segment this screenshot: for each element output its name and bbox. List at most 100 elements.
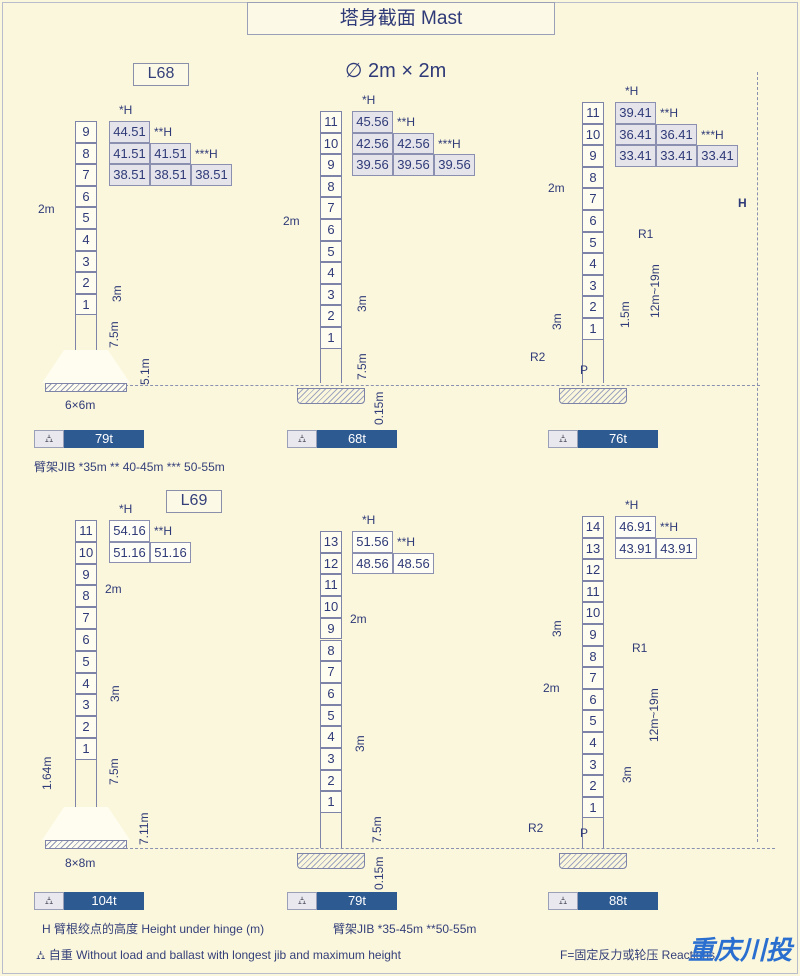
mast-section: 8: [582, 166, 604, 189]
height-value: 41.51: [109, 142, 150, 164]
mast-section: 8: [75, 585, 97, 608]
jib-height-header: **H: [397, 115, 416, 129]
foundation-block: [559, 388, 627, 404]
jib-height-header: *H: [625, 83, 639, 98]
mast-section: 3: [320, 283, 342, 306]
dimension-label: 3m: [108, 685, 122, 702]
mast-section: 11: [582, 580, 604, 603]
mast-section: 11: [582, 102, 604, 124]
weight-badge: ⛼79t: [287, 892, 397, 910]
mast-section: 6: [320, 219, 342, 241]
dimension-label: 3m: [355, 295, 369, 312]
mast-section: 10: [582, 123, 604, 146]
mast-section: 10: [320, 132, 342, 155]
mast-section: 7: [582, 188, 604, 210]
crane-weight-icon: ⛼: [36, 948, 49, 962]
model-label-l68: L68: [133, 63, 189, 86]
mast-section: 5: [75, 650, 97, 673]
height-value: 41.51: [150, 142, 191, 164]
height-value: 51.56: [352, 531, 393, 553]
base-section: [320, 348, 342, 383]
base-section: [582, 818, 604, 848]
dimension-label: 2m: [350, 612, 367, 626]
mast-section: 7: [582, 667, 604, 689]
mast-section: 11: [320, 111, 342, 133]
mast-section: 7: [75, 607, 97, 629]
dimension-label: 1.5m: [618, 301, 632, 328]
weight-badge: ⛼79t: [34, 430, 144, 448]
height-value: 39.56: [352, 154, 393, 176]
dimension-label: 7.5m: [107, 758, 121, 785]
mast-section: 1: [582, 796, 604, 819]
crane-weight-icon: ⛼: [34, 892, 64, 910]
dimension-label: 3m: [620, 766, 634, 783]
height-value: 42.56: [352, 132, 393, 154]
crane-weight-icon: ⛼: [548, 892, 578, 910]
mast-section: 3: [75, 250, 97, 273]
mast-section: 2: [582, 775, 604, 797]
reactions-note: F=固定反力或轮压 Reactions: [560, 948, 716, 962]
dimension-label: R2: [528, 821, 544, 835]
mast-section: 8: [320, 175, 342, 198]
weight-value: 104t: [64, 892, 144, 910]
mast-section: 7: [320, 661, 342, 683]
crane-weight-icon: ⛼: [34, 430, 64, 448]
height-value: 51.16: [150, 541, 191, 563]
mast-section: 5: [582, 710, 604, 732]
height-note: H 臂根绞点的高度 Height under hinge (m): [42, 922, 265, 936]
ground-line-top: [120, 385, 760, 386]
weight-value: 76t: [578, 430, 658, 448]
height-value: 43.91: [615, 537, 656, 559]
weight-badge: ⛼76t: [548, 430, 658, 448]
dimension-label: 12m~19m: [647, 688, 661, 742]
dimension-label: 7.5m: [107, 321, 121, 348]
mast-section: 1: [320, 327, 342, 349]
mast-section: 10: [582, 602, 604, 624]
dimension-label: 2m: [105, 582, 122, 596]
height-value: 54.16: [109, 520, 150, 542]
height-dimension-line: [757, 72, 758, 842]
dimension-label: P: [580, 826, 589, 840]
jib-height-header: ***H: [701, 127, 724, 142]
mast-section: 2: [582, 296, 604, 318]
mast-section: 6: [75, 185, 97, 208]
jib-note-top: 臂架JIB *35m ** 40-45m *** 50-55m: [34, 460, 225, 474]
height-value: 51.16: [109, 541, 150, 563]
weight-value: 79t: [317, 892, 397, 910]
dimension-label: 12m~19m: [648, 264, 662, 318]
mast-section: 11: [320, 574, 342, 597]
mast-section: 12: [320, 552, 342, 575]
weight-value: 79t: [64, 430, 144, 448]
mast-section: 3: [582, 274, 604, 297]
mast-section: 6: [582, 210, 604, 232]
mast-section: 5: [320, 240, 342, 263]
crane-weight-icon: ⛼: [287, 430, 317, 448]
mast-section: 6: [320, 682, 342, 705]
dimension-label: 5.1m: [138, 358, 152, 385]
base-section: [320, 813, 342, 848]
height-value: 45.56: [352, 111, 393, 133]
jib-height-header: ***H: [195, 146, 218, 161]
weight-note-text: 自重 Without load and ballast with longest…: [48, 948, 401, 962]
mast-section: 9: [582, 624, 604, 646]
mast-section: 5: [75, 207, 97, 229]
dimension-label: 6×6m: [65, 398, 96, 412]
dimension-label: 3m: [550, 620, 564, 637]
mast-section: 2: [320, 305, 342, 327]
height-value: 38.51: [109, 164, 150, 186]
jib-height-header: **H: [397, 535, 416, 549]
jib-height-header: *H: [119, 102, 133, 117]
jib-height-header: *H: [362, 92, 376, 107]
dimension-label: 0.15m: [372, 856, 386, 890]
mast-section: 4: [320, 726, 342, 748]
height-value: 48.56: [352, 552, 393, 574]
base-frame: [42, 807, 130, 840]
jib-height-header: *H: [625, 497, 639, 512]
mast-section: 13: [582, 537, 604, 560]
weight-value: 68t: [317, 430, 397, 448]
jib-height-header: **H: [660, 106, 679, 120]
dimension-label: R2: [530, 350, 546, 364]
foundation-slab: [45, 383, 127, 392]
dimension-label: 2m: [283, 214, 300, 228]
section-size: ∅ 2m × 2m: [345, 60, 447, 82]
